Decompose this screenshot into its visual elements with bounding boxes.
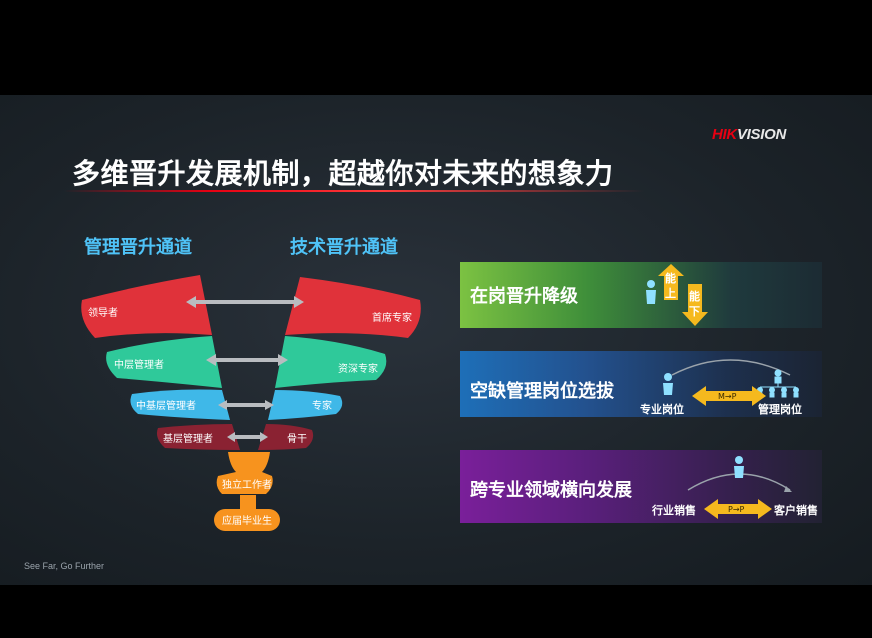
box2-graphic: M→P (663, 359, 799, 406)
label-mid-base-manager: 中基层管理者 (136, 399, 196, 412)
box-in-post-promotion: 在岗晋升降级 能 上 能 下 (460, 262, 822, 328)
double-arrow-icon (704, 499, 772, 519)
label-senior-expert: 资深专家 (338, 362, 378, 375)
arrow-level3 (218, 400, 274, 410)
logo-part-hik: HIK (712, 126, 737, 143)
box1-title: 在岗晋升降级 (470, 286, 578, 307)
funnel-left-mid-base (130, 389, 230, 420)
logo-part-vision: VISION (736, 126, 786, 143)
footer-slogan: See Far, Go Further (24, 561, 105, 571)
funnel-right-expert (268, 390, 343, 420)
title-underline (64, 190, 644, 192)
label-expert: 专家 (312, 399, 332, 412)
to-customer-sales: 客户销售 (774, 504, 818, 517)
to-management-post: 管理岗位 (758, 403, 802, 416)
person-icon (663, 373, 673, 395)
arrow-level2 (206, 354, 288, 366)
person-icon (734, 456, 744, 478)
double-arrow-icon (692, 386, 766, 406)
label-backbone: 骨干 (287, 433, 307, 445)
funnel-left-leader (81, 275, 212, 338)
label-chief-expert: 首席专家 (372, 311, 412, 324)
box3-title: 跨专业领域横向发展 (470, 480, 632, 501)
from-industry-sales: 行业销售 (652, 504, 696, 517)
arrow-level4 (227, 432, 268, 442)
curve-arc (671, 359, 791, 376)
funnel-right-senior-expert (275, 336, 387, 388)
box2-title: 空缺管理岗位选拔 (470, 381, 614, 402)
down-label-1: 能 (689, 289, 700, 303)
label-middle-manager: 中层管理者 (114, 358, 164, 371)
org-chart-icon (757, 369, 799, 398)
funnel-independent-worker (216, 452, 273, 494)
funnel-arrows (186, 296, 304, 442)
person-icon (646, 280, 656, 304)
label-graduate: 应届毕业生 (222, 514, 272, 527)
up-arrow-icon (658, 264, 684, 300)
label-base-manager: 基层管理者 (163, 432, 213, 445)
arrow-label-mp: M→P (718, 392, 737, 401)
box-cross-domain: 跨专业领域横向发展 P→P 行业销售 客户销售 (460, 450, 822, 523)
label-independent-worker: 独立工作者 (222, 478, 272, 491)
box3-graphic: P→P (687, 456, 792, 519)
funnel-left-middle (106, 336, 222, 388)
arrow-label-pp: P→P (728, 505, 745, 514)
up-label-2: 上 (665, 286, 676, 300)
from-professional-post: 专业岗位 (640, 403, 684, 416)
funnel-connector (240, 495, 256, 509)
label-leader: 领导者 (88, 306, 118, 319)
funnel-right-backbone (258, 424, 314, 450)
management-channel-title: 管理晋升通道 (84, 237, 192, 258)
box-vacancy-selection: 空缺管理岗位选拔 M→P 专业岗位 管理岗位 (460, 351, 822, 417)
up-label-1: 能 (665, 271, 676, 285)
down-arrow-icon (682, 284, 708, 326)
arrow-level1 (186, 296, 304, 308)
funnel-left-base (156, 424, 240, 450)
funnel-right-chief-expert (285, 277, 421, 338)
hikvision-logo: HIKVISION (712, 126, 786, 143)
technical-channel-title: 技术晋升通道 (290, 237, 398, 258)
funnel-graduate (214, 509, 280, 531)
down-label-2: 下 (689, 305, 700, 318)
page-title: 多维晋升发展机制，超越你对未来的想象力 (72, 157, 614, 190)
box1-graphic: 能 上 能 下 (646, 264, 708, 326)
